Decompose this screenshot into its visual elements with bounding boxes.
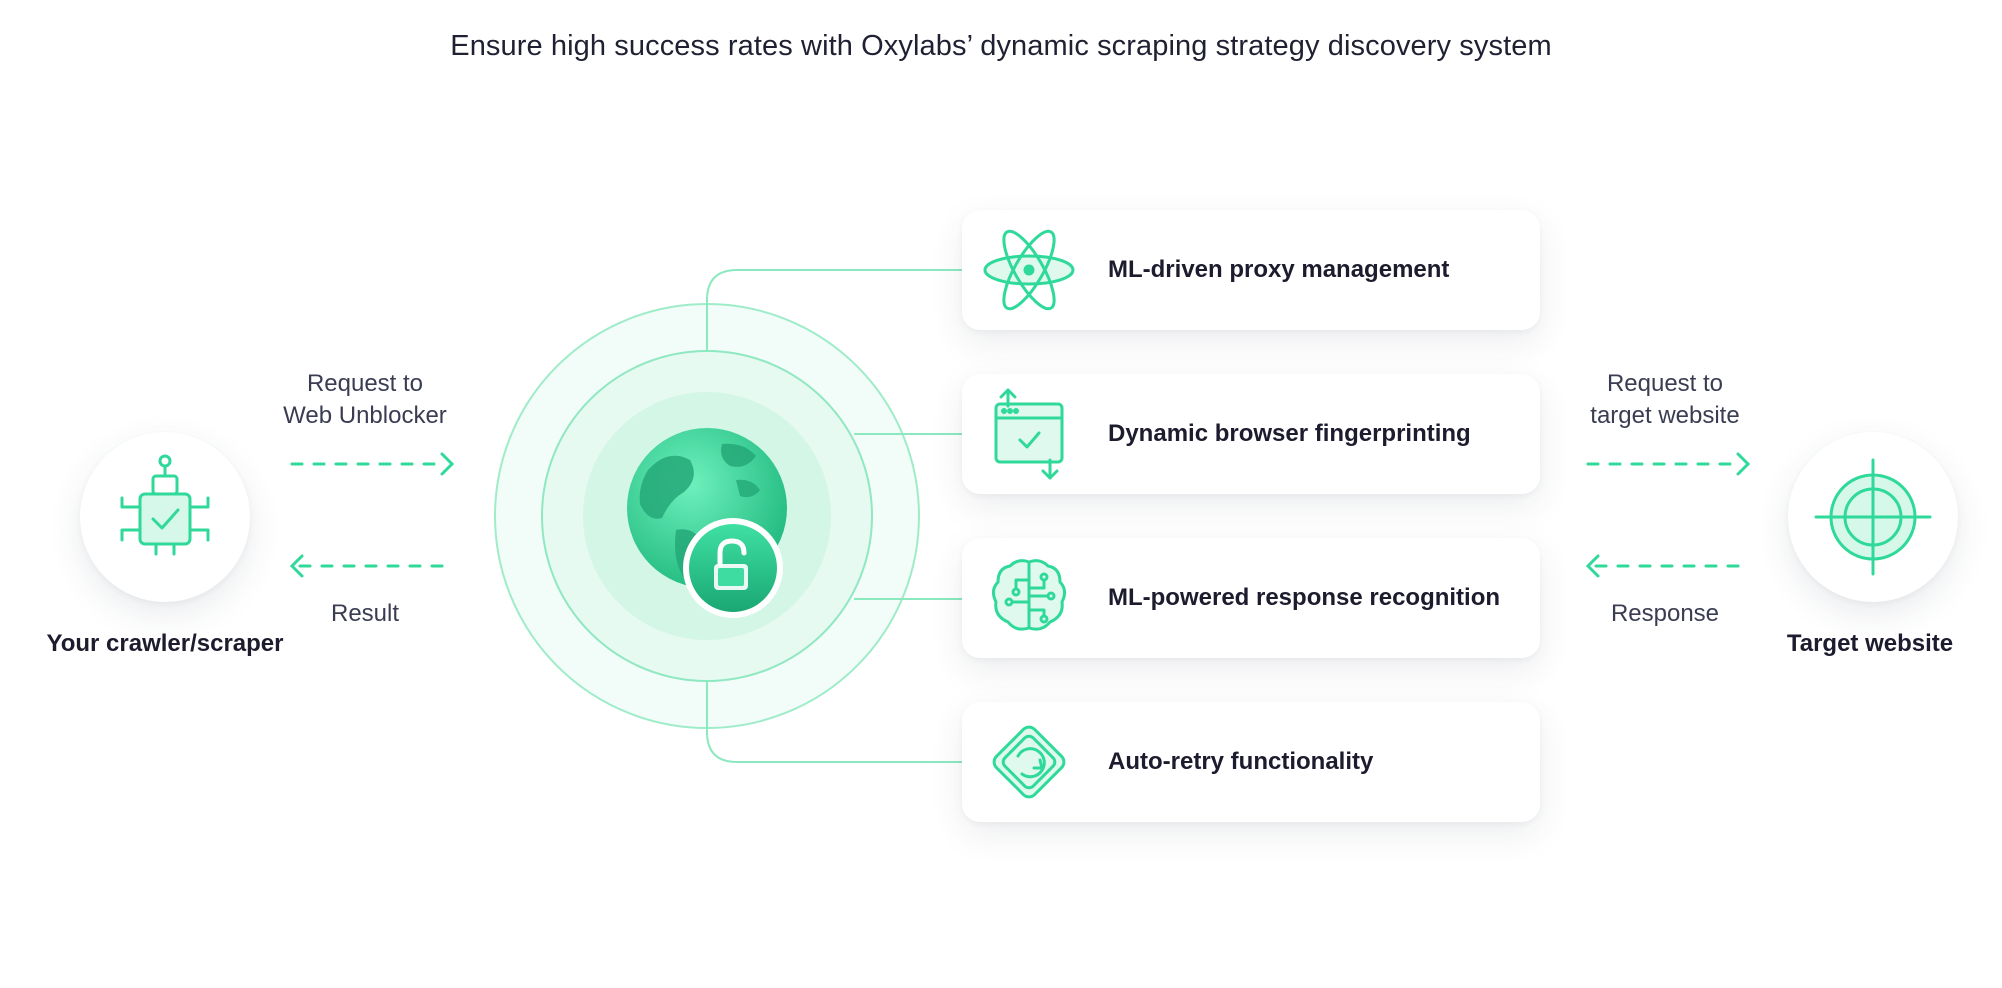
left-request-label-line1: Request to: [306, 370, 424, 397]
connector-lines: [706, 269, 962, 763]
target-name: Target website: [1786, 630, 1954, 657]
right-response-label: Response: [1610, 600, 1720, 627]
left-request-label: Request to Web Unblocker: [240, 368, 490, 432]
right-request-label: Request to target website: [1540, 368, 1790, 432]
left-result-label: Result: [330, 600, 400, 627]
feature-label-proxy: ML-driven proxy management: [1108, 256, 1450, 283]
retry-diamond-icon: [992, 725, 1066, 799]
feature-card-fingerprinting: Dynamic browser fingerprinting: [962, 374, 1540, 494]
globe-lock-icon: [627, 428, 787, 618]
feature-label-fingerprinting: Dynamic browser fingerprinting: [1108, 420, 1471, 447]
feature-card-recognition: ML-powered response recognition: [962, 538, 1540, 658]
feature-label-retry: Auto-retry functionality: [1108, 748, 1374, 775]
left-request-label-line2: Web Unblocker: [283, 402, 447, 429]
crosshair-icon: [1814, 458, 1932, 576]
feature-card-proxy: ML-driven proxy management: [962, 210, 1540, 330]
right-request-arrow: [1586, 452, 1751, 476]
target-endpoint: [1788, 432, 1958, 602]
atom-icon: [983, 229, 1075, 311]
feature-card-retry: Auto-retry functionality: [962, 702, 1540, 822]
browser-window-icon: [994, 388, 1064, 480]
crawler-endpoint: [80, 432, 250, 602]
crawler-name: Your crawler/scraper: [46, 630, 284, 657]
left-request-arrow: [290, 452, 455, 476]
right-response-arrow: [1585, 554, 1752, 578]
brain-circuit-icon: [991, 559, 1067, 631]
connector-proxy: [706, 269, 962, 351]
left-result-arrow: [289, 554, 456, 578]
right-request-label-line1: Request to: [1606, 370, 1724, 397]
feature-label-recognition: ML-powered response recognition: [1108, 584, 1501, 611]
right-request-label-line2: target website: [1590, 402, 1740, 429]
robot-icon: [120, 454, 210, 556]
connector-retry: [706, 681, 962, 763]
page-title: Ensure high success rates with Oxylabs’ …: [450, 30, 1552, 62]
